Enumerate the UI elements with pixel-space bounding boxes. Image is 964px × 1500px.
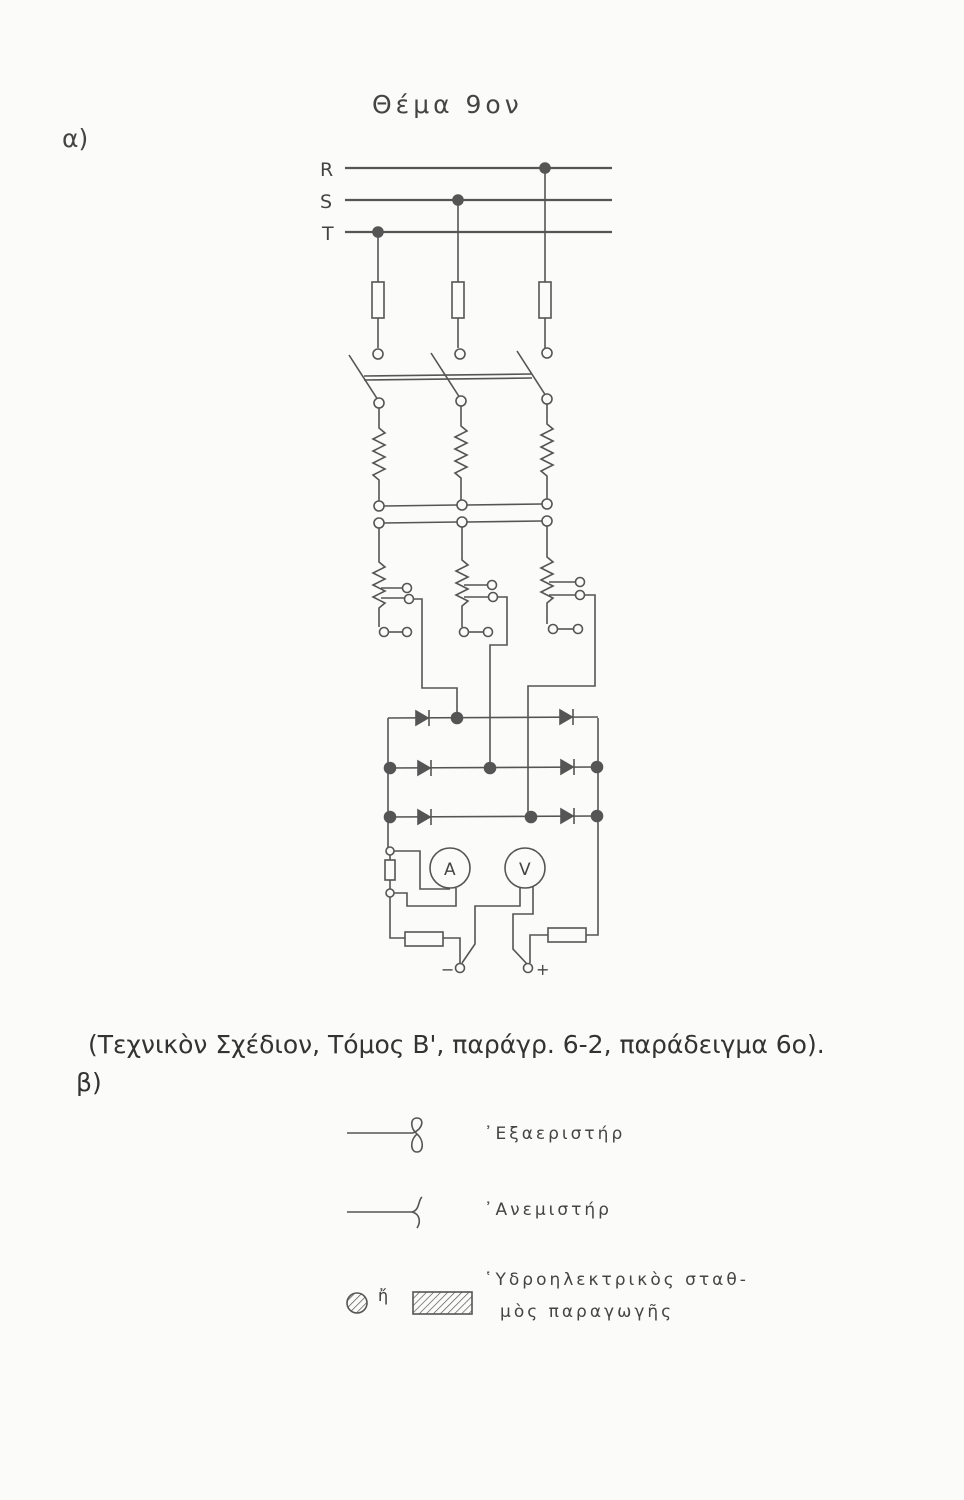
legend-or-text: ἤ [378, 1286, 389, 1305]
minus-terminal-label: − [441, 960, 454, 979]
exhauster-symbol-icon [347, 1117, 424, 1153]
fuses [371, 168, 553, 360]
fan-symbol-icon [347, 1196, 423, 1229]
hatched-rect-icon [412, 1291, 473, 1315]
rectifier-feed-wires [414, 594, 596, 817]
legend-symbols [346, 1117, 473, 1315]
rectifier-bridge [383, 708, 604, 933]
voltmeter-label: V [519, 860, 531, 880]
voltmeter-icon [504, 847, 546, 889]
legend-label-fan: ᾿Ανεμιστήρ [484, 1200, 612, 1220]
page-title: Θέμα 9ον [372, 90, 523, 119]
legend-label-exhauster: ᾿Εξαεριστήρ [484, 1124, 626, 1144]
part-a-label: α) [62, 124, 89, 153]
secondary-windings [371, 526, 586, 638]
fuse-icon [547, 927, 587, 943]
part-b-label: β) [76, 1068, 102, 1097]
ammeter-icon [429, 847, 471, 889]
bus-bars: R S T [320, 159, 612, 245]
hatched-circle-icon [346, 1292, 368, 1314]
diode-icons [383, 708, 604, 826]
fuse-icon [404, 931, 444, 947]
legend-label-hydro-line2: μὸς παραγωγῆς [500, 1302, 675, 1322]
primary-windings [371, 404, 555, 529]
bus-label-t: T [321, 223, 334, 245]
caption: (Τεχνικὸν Σχέδιον, Τόμος Β', παράγρ. 6-2… [88, 1030, 825, 1059]
plus-terminal-label: + [536, 960, 549, 979]
bus-label-r: R [320, 159, 333, 181]
legend-label-hydro-line1: ῾Υδροηλεκτρικὸς σταθ- [484, 1270, 749, 1290]
ammeter-label: A [444, 860, 456, 880]
output-circuit: A V − + [384, 846, 599, 979]
bus-label-s: S [320, 191, 332, 213]
